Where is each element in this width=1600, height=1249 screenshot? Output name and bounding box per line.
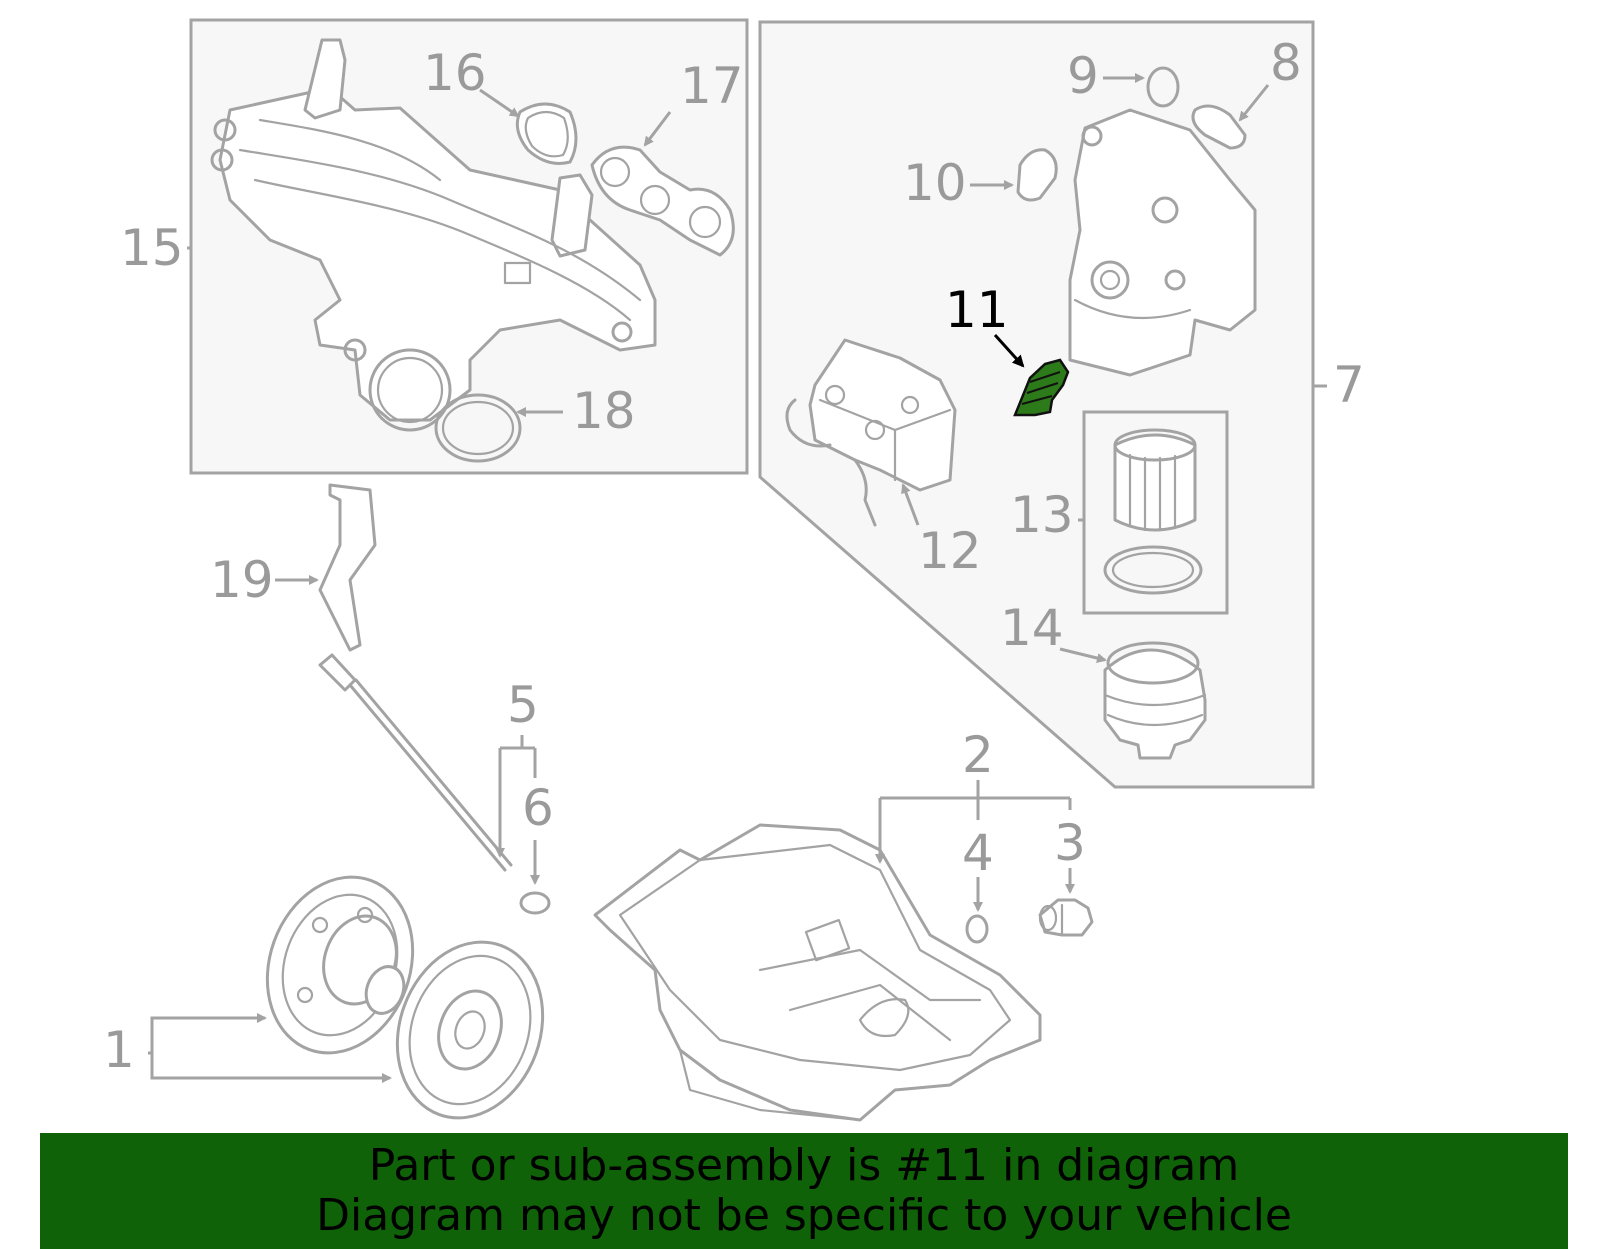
callout-3: 3: [1054, 814, 1086, 872]
oil-pan-2: [593, 823, 1042, 1122]
oil-cooler-12: [785, 338, 957, 527]
callout-8: 8: [1270, 34, 1302, 92]
callout-19: 19: [210, 551, 274, 609]
washer-4: [965, 914, 989, 944]
callout-15: 15: [120, 219, 184, 277]
drain-plug-3: [1038, 898, 1094, 937]
dipstick-5: [318, 653, 513, 872]
bracket-19: [318, 483, 377, 652]
o-ring-6: [519, 891, 551, 915]
pulleys-1: [265, 875, 545, 1120]
callout-1: 1: [103, 1021, 135, 1079]
callout-17: 17: [680, 57, 744, 115]
callout-14: 14: [1000, 599, 1064, 657]
callout-18: 18: [572, 382, 636, 440]
callout-12: 12: [918, 522, 982, 580]
callout-13: 13: [1010, 486, 1074, 544]
callout-6: 6: [522, 779, 554, 837]
leader-lines: [148, 73, 1327, 1083]
oil-filter-housing: [1068, 108, 1257, 377]
callout-5: 5: [507, 676, 539, 734]
filter-cap-14: [1103, 641, 1207, 760]
info-banner: Part or sub-assembly is #11 in diagram D…: [40, 1133, 1568, 1249]
gasket-10: [1016, 148, 1058, 202]
gasket-17: [590, 145, 735, 257]
callout-2: 2: [962, 726, 994, 784]
callout-10: 10: [903, 154, 967, 212]
sensor-11-highlighted: [1013, 358, 1070, 417]
banner-line-1: Part or sub-assembly is #11 in diagram: [368, 1140, 1240, 1191]
filter-element-13: [1103, 428, 1203, 595]
callout-4: 4: [962, 824, 994, 882]
callout-7: 7: [1333, 356, 1365, 414]
callout-9: 9: [1067, 47, 1099, 105]
intake-manifold: [210, 38, 657, 432]
o-ring-9: [1146, 66, 1180, 108]
o-ring-18: [434, 393, 522, 463]
callout-11-highlighted: 11: [945, 281, 1009, 339]
gasket-16: [515, 102, 578, 165]
callout-16: 16: [423, 44, 487, 102]
gasket-8: [1191, 104, 1247, 150]
banner-line-2: Diagram may not be specific to your vehi…: [316, 1190, 1292, 1241]
